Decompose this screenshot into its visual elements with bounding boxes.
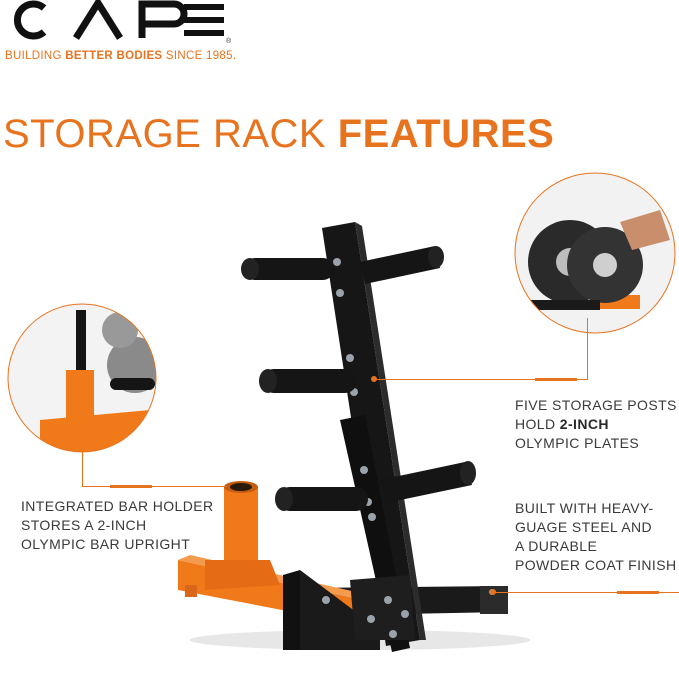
bar-holder-callout-accent xyxy=(110,485,152,488)
posts-callout-vline xyxy=(587,318,588,380)
registered-mark: ® xyxy=(226,38,232,45)
steel-callout-hline xyxy=(495,592,679,593)
bar-holder-callout-vline xyxy=(82,452,83,487)
bar-holder-callout-text: INTEGRATED BAR HOLDER STORES A 2-INCH OL… xyxy=(21,498,214,552)
bar-holder-callout-hline xyxy=(82,486,227,487)
steel-callout-text: BUILT WITH HEAVY- GUAGE STEEL AND A DURA… xyxy=(515,500,677,573)
posts-callout-text: FIVE STORAGE POSTS HOLD 2-INCH OLYMPIC P… xyxy=(515,397,677,451)
page-title: STORAGE RACK FEATURES xyxy=(3,112,555,156)
logo-tagline: BUILDING BETTER BODIES SINCE 1985. xyxy=(5,50,237,62)
steel-callout-dot xyxy=(490,589,496,595)
posts-callout-dot xyxy=(371,376,377,382)
posts-callout-accent xyxy=(535,378,577,381)
steel-callout-accent xyxy=(617,591,659,594)
posts-callout-hline xyxy=(375,379,587,380)
cap-logo xyxy=(13,0,224,40)
